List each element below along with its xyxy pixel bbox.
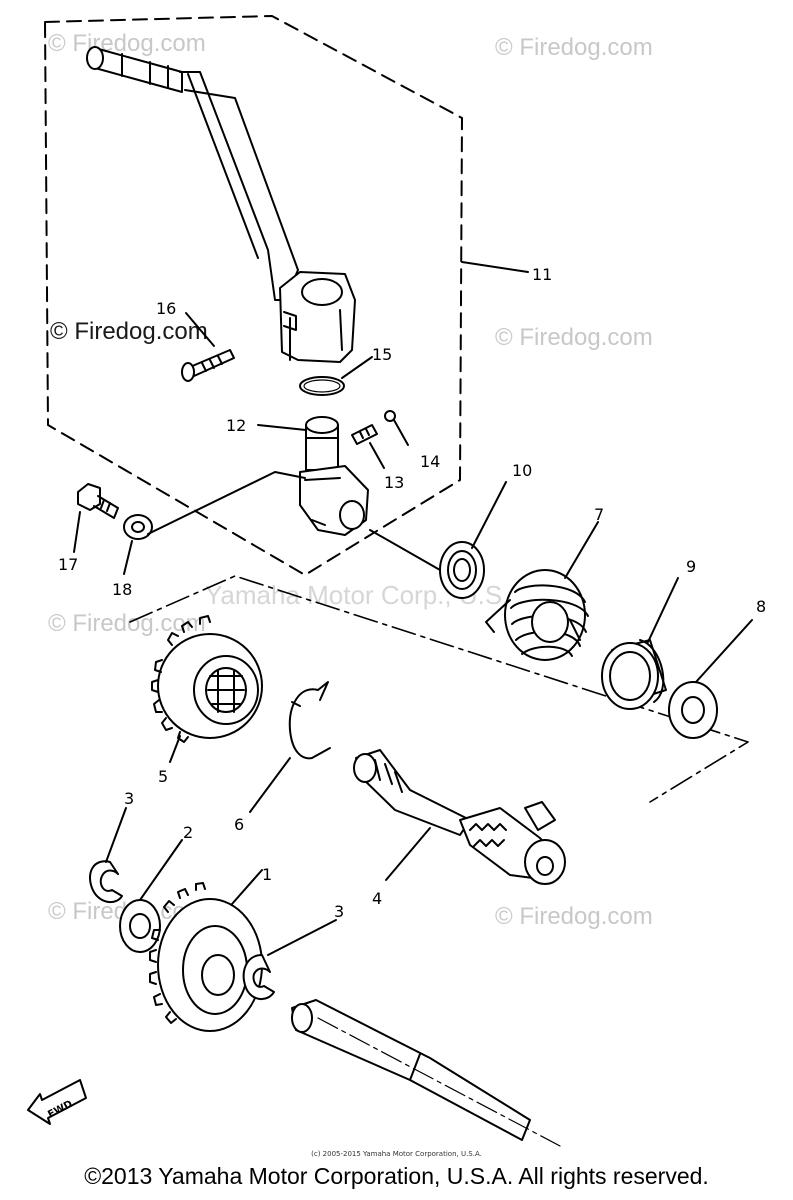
- leader-18: [123, 540, 133, 575]
- callout-15: 15: [372, 345, 392, 364]
- footer-copyright: ©2013 Yamaha Motor Corporation, U.S.A. A…: [84, 1163, 709, 1189]
- leader-7: [564, 521, 599, 579]
- part-18-washer: [123, 514, 153, 540]
- leader-12: [257, 424, 307, 431]
- kick-assembly-frame: [44, 15, 463, 576]
- part-16-bolt: [181, 349, 235, 382]
- watermark-mid-right: © Firedog.com: [495, 324, 653, 351]
- leader-15: [341, 356, 373, 379]
- leader-2: [139, 839, 183, 901]
- part-5-kick-gear: [151, 615, 263, 743]
- callout-13: 13: [384, 473, 404, 492]
- part-12-kick-shaft: [299, 416, 369, 536]
- callout-8: 8: [756, 597, 766, 616]
- fwd-arrow-icon: [27, 1079, 87, 1125]
- leader-8: [695, 619, 753, 683]
- connector-line-upper: [147, 471, 306, 535]
- callout-7: 7: [594, 505, 604, 524]
- part-3-circlip-left: [89, 860, 123, 904]
- callout-1: 1: [262, 865, 272, 884]
- watermark-lower-left: © Firedog.com: [48, 610, 206, 637]
- callout-11: 11: [532, 265, 552, 284]
- callout-17: 17: [58, 555, 78, 574]
- callout-10: 10: [512, 461, 532, 480]
- shaft: [291, 999, 531, 1141]
- leader-4: [385, 827, 431, 881]
- leader-9: [647, 577, 679, 643]
- watermark-top-left: © Firedog.com: [48, 30, 206, 57]
- part-15-o-ring: [299, 376, 345, 396]
- leader-17: [73, 511, 81, 553]
- callout-6: 6: [234, 815, 244, 834]
- leader-3-left: [105, 807, 127, 863]
- part-8-washer: [668, 681, 718, 739]
- part-3-circlip-right: [242, 954, 275, 1000]
- part-9-collar: [601, 639, 667, 710]
- callout-14: 14: [420, 452, 440, 471]
- part-4-kick-axle: [353, 749, 566, 885]
- callout-4: 4: [372, 889, 382, 908]
- kick-pedal-lever: [86, 46, 299, 301]
- leader-14: [393, 419, 409, 446]
- leader-13: [369, 442, 385, 469]
- leader-1: [231, 869, 263, 905]
- leader-3-right: [267, 919, 337, 956]
- callout-9: 9: [686, 557, 696, 576]
- callout-3-left: 3: [124, 789, 134, 808]
- shaft-centerline: [317, 1017, 561, 1147]
- callout-18: 18: [112, 580, 132, 599]
- part-1-gear: [149, 882, 263, 1032]
- watermark-bottom-right: © Firedog.com: [495, 903, 653, 930]
- leader-11: [461, 261, 529, 273]
- leader-10: [471, 481, 507, 549]
- leader-16: [185, 312, 215, 347]
- leader-5: [169, 735, 181, 763]
- watermark-mid-left: © Firedog.com: [50, 318, 208, 345]
- part-7-torsion-spring: [485, 569, 589, 661]
- connector-line-lower: [369, 529, 441, 571]
- part-17-bolt: [77, 483, 119, 519]
- small-copyright: (c) 2005-2015 Yamaha Motor Corporation, …: [311, 1150, 482, 1158]
- part-13-pin: [351, 424, 378, 445]
- part-14-ball: [384, 410, 396, 422]
- callout-16: 16: [156, 299, 176, 318]
- kick-pedal-boss: [279, 271, 356, 363]
- callout-12: 12: [226, 416, 246, 435]
- callout-2: 2: [183, 823, 193, 842]
- part-2-washer: [119, 899, 161, 953]
- part-10-oil-seal: [439, 541, 485, 599]
- part-6-circlip: [288, 681, 331, 760]
- watermark-top-right: © Firedog.com: [495, 34, 653, 61]
- leader-6: [249, 757, 291, 813]
- shaft-assembly-frame: [129, 575, 749, 803]
- callout-3-right: 3: [334, 902, 344, 921]
- callout-5: 5: [158, 767, 168, 786]
